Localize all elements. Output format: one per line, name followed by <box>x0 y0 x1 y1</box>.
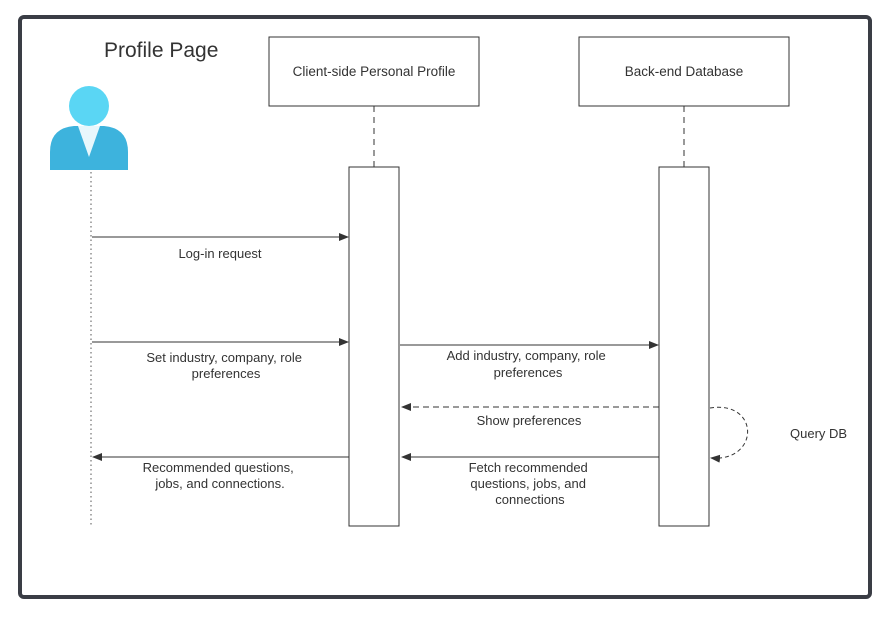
client-activation-bar <box>348 166 400 527</box>
message-label-line: preferences <box>192 366 261 381</box>
message-label-line: Fetch recommended <box>469 460 588 475</box>
message-label-show-preferences: Show preferences <box>477 413 582 428</box>
diagram-title: Profile Page <box>104 39 218 62</box>
participant-backend-database: Back-end Database <box>578 36 790 107</box>
message-label-line: questions, jobs, and <box>470 476 586 491</box>
participant-box <box>578 36 790 107</box>
participant-label: Back-end Database <box>625 64 744 79</box>
participant-client-profile: Client-side Personal Profile <box>268 36 480 107</box>
message-label-add-preferences: Add industry, company, role preferences <box>447 348 610 380</box>
participant-box <box>268 36 480 107</box>
database-activation-bar <box>658 166 710 527</box>
message-label-query-db: Query DB <box>790 426 847 441</box>
user-icon <box>50 86 128 170</box>
message-label-line: preferences <box>494 365 563 380</box>
message-label-line: jobs, and connections. <box>154 476 284 491</box>
message-label-fetch-recommended: Fetch recommended questions, jobs, and c… <box>469 460 592 507</box>
message-arrow-query-db <box>709 406 748 463</box>
message-label-line: Add industry, company, role <box>447 348 606 363</box>
diagram-frame <box>18 15 872 599</box>
message-label-line: Recommended questions, <box>143 460 294 475</box>
message-label-recommended: Recommended questions, jobs, and connect… <box>143 460 298 491</box>
message-label-login: Log-in request <box>178 246 261 261</box>
participant-label: Client-side Personal Profile <box>293 64 456 79</box>
message-label-line: connections <box>495 492 565 507</box>
message-label-set-preferences: Set industry, company, role preferences <box>146 350 305 381</box>
message-label-line: Set industry, company, role <box>146 350 302 365</box>
